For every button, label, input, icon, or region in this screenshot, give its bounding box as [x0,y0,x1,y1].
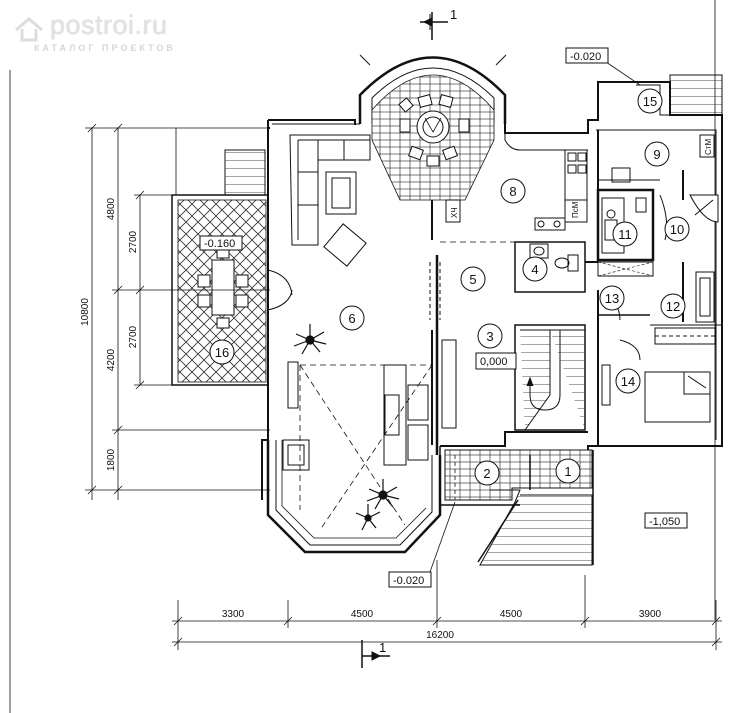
room-11: 11 [612,221,638,247]
dim-left-1: 4800 [106,197,117,220]
svg-text:15: 15 [643,94,657,109]
level-terrace: -0.160 [204,238,235,250]
room-6: 6 [339,305,365,331]
fixture-label-kitchen: ПсМ [571,201,580,218]
bedroom-area [597,262,722,446]
dim-bottom-2: 4500 [351,609,374,620]
room-13: 13 [599,285,625,311]
dim-left-3: 2700 [128,325,139,348]
room-1: 1 [555,458,581,484]
room-9: 9 [644,141,670,167]
staircase [514,324,586,431]
left-dimension-chain [85,123,270,500]
watermark-tagline: КАТАЛОГ ПРОЕКТОВ [34,43,176,53]
fixture-label-utility: СтМ [704,139,713,155]
watermark-logo: postroi.ru КАТАЛОГ ПРОЕКТОВ [12,6,192,56]
dimension-labels: 3300 4500 4500 3900 16200 4800 2700 2700… [80,197,662,641]
svg-text:14: 14 [621,374,635,389]
level-floor: 0,000 [480,356,508,368]
bottom-dimension-chain [172,560,722,650]
dim-bottom-4: 3900 [639,609,662,620]
living-furniture [282,134,429,471]
svg-text:12: 12 [666,299,680,314]
level-porch-top: -0.020 [570,51,601,63]
svg-text:16: 16 [215,345,229,360]
dim-overall-depth: 10800 [80,298,91,326]
kitchen-counters [445,133,588,231]
plant-icons [293,324,400,531]
svg-text:4: 4 [531,262,538,277]
section-mark-bottom [361,640,390,668]
svg-text:10: 10 [670,222,684,237]
svg-text:3: 3 [486,329,493,344]
svg-text:8: 8 [509,184,516,199]
svg-text:2: 2 [483,466,490,481]
bathroom [514,241,586,293]
room-3: 3 [477,323,503,349]
dim-left-5: 1800 [106,448,117,471]
room-14: 14 [615,368,641,394]
dining-round-table [398,94,470,167]
room-markers: 1 2 3 4 5 6 8 9 10 11 12 13 14 15 16 [209,88,690,486]
svg-text:13: 13 [605,291,619,306]
svg-text:11: 11 [618,227,632,242]
entrance-porch [439,446,594,566]
room-16: 16 [209,339,235,365]
room-2: 2 [474,460,500,486]
room-4: 4 [522,256,548,282]
level-entrance: -0.020 [393,575,424,587]
svg-text:9: 9 [653,147,660,162]
fixture-label-hall: ХЧ [450,207,459,218]
dim-bottom-1: 3300 [222,609,245,620]
level-ground: -1,050 [649,516,680,528]
svg-text:1: 1 [564,464,571,479]
dim-left-4: 4200 [106,348,117,371]
section-label-bottom: 1 [379,640,386,655]
back-porch [636,74,723,116]
house-icon [15,17,43,42]
room-15: 15 [637,88,663,114]
section-mark-top [420,12,448,40]
turret-tiled-area [358,14,507,201]
section-label-top: 1 [450,7,457,22]
room-5: 5 [460,266,486,292]
dim-left-2: 2700 [128,230,139,253]
dim-overall-width: 16200 [426,630,454,641]
svg-text:6: 6 [348,311,355,326]
room-8: 8 [500,178,526,204]
dim-bottom-3: 4500 [500,609,523,620]
watermark-name: postroi.ru [50,10,168,40]
svg-text:5: 5 [469,272,476,287]
room-10: 10 [664,216,690,242]
room-12: 12 [660,293,686,319]
level-tags: -0.020 -0.160 0,000 -0.020 -1,050 [199,47,688,588]
level-leaders [429,61,641,573]
